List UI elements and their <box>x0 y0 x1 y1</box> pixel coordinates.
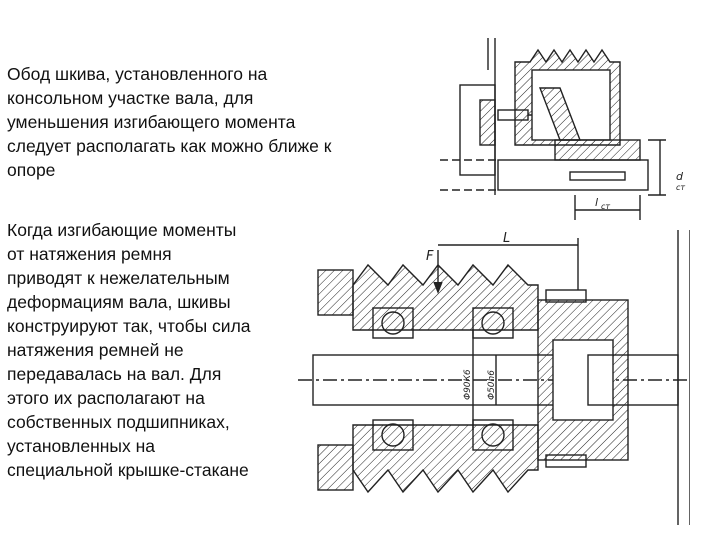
text-line: этого их располагают на <box>7 388 205 408</box>
pulley-bearing-drawing: F L Φ90К6 Φ50h6 <box>298 230 690 525</box>
text-line: конструируют так, чтобы сила <box>7 316 251 336</box>
text-line: Когда изгибающие моменты <box>7 220 237 240</box>
text-line: специальной крышке-стакане <box>7 460 249 480</box>
force-label: F <box>426 249 434 264</box>
text-line: передавалась на вал. Для <box>7 364 222 384</box>
dim-shaft-label: Φ50h6 <box>487 370 497 400</box>
text-line: уменьшения изгибающего момента <box>7 112 296 132</box>
text-line: Обод шкива, установленного на <box>7 64 268 84</box>
dim-l-label: l <box>595 196 598 209</box>
length-label: L <box>503 231 510 246</box>
dim-bore-label: Φ90К6 <box>463 369 473 400</box>
text-line: следует располагать как можно ближе к <box>7 136 332 156</box>
text-line: натяжения ремней не <box>7 340 184 360</box>
paragraph-pulley-rim: Обод шкива, установленного на консольном… <box>7 62 397 182</box>
text-line: приводят к нежелательным <box>7 268 230 288</box>
text-line: консольном участке вала, для <box>7 88 254 108</box>
text-line: установленных на <box>7 436 156 456</box>
text-line: собственных подшипниках, <box>7 412 230 432</box>
pulley-cantilever-drawing: l ст d ст <box>440 38 685 220</box>
paragraph-bearing-pulley: Когда изгибающие моменты от натяжения ре… <box>7 218 307 482</box>
text-line: опоре <box>7 160 56 180</box>
dim-d-subscript: ст <box>676 183 685 192</box>
text-line: деформациям вала, шкивы <box>7 292 231 312</box>
dim-l-subscript: ст <box>601 202 610 211</box>
dim-d-label: d <box>676 170 684 183</box>
text-line: от натяжения ремня <box>7 244 172 264</box>
